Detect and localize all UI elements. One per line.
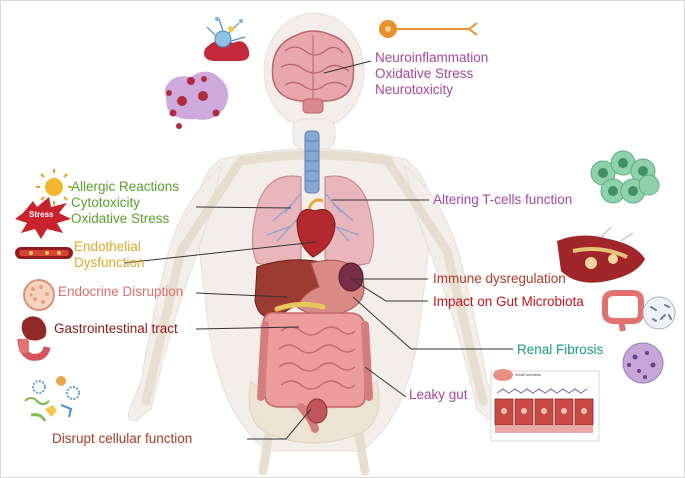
allergic-reactions-label: Allergic Reactions (71, 179, 180, 194)
endothelial-label: Endothelial (74, 239, 141, 254)
pancreas-icon (274, 301, 326, 312)
neuron-icon (379, 20, 478, 38)
heart-icon (296, 198, 336, 258)
stress-burst-icon (15, 197, 71, 239)
neuro-effects-labels: Neuroinflammation Oxidative Stress Neuro… (375, 50, 488, 98)
oxidative-stress-neuro-label: Oxidative Stress (375, 66, 474, 81)
gastrointestinal-tract-label: Gastrointestinal tract (54, 321, 178, 336)
allergic-effects-labels: Allergic Reactions Cytotoxicity Oxidativ… (71, 179, 179, 227)
neurotoxicity-label: Neurotoxicity (375, 82, 454, 97)
gut-microbiota-label: Impact on Gut Microbiota (433, 294, 584, 309)
spleen-icon (338, 262, 364, 292)
lungs-icon (251, 175, 375, 266)
brain-icon (271, 30, 355, 114)
stress-badge-label: Stress (29, 210, 54, 219)
gi-organs-icon (17, 316, 51, 361)
adipose-cell-icon (23, 279, 55, 311)
intestinal-barrier-icon (490, 369, 600, 442)
endocrine-disruption-label: Endocrine Disruption (58, 284, 184, 299)
gut-bacteria-icon (602, 290, 676, 332)
renal-fibrosis-label: Renal Fibrosis (517, 342, 604, 357)
bladder-icon (306, 398, 328, 424)
immune-tissue-icon (557, 226, 645, 283)
microglia-icon (204, 17, 250, 61)
virus-particle-icon (165, 71, 229, 129)
trachea-icon (304, 130, 320, 194)
connector-lines (123, 60, 513, 440)
small-intestine-caption: Small intestine (515, 372, 542, 377)
intestines-icon (257, 311, 373, 433)
kidney-tissue-icon (622, 342, 664, 384)
cell-organelles-icon (24, 376, 80, 422)
skeleton (141, 150, 488, 476)
leaky-gut-label: Leaky gut (409, 387, 468, 402)
endothelial-dysfunction-labels: Endothelial Dysfunction (74, 239, 145, 271)
blood-vessel-icon (15, 247, 73, 259)
immune-dysregulation-label: Immune dysregulation (433, 271, 566, 286)
neuroinflammation-label: Neuroinflammation (375, 50, 489, 65)
oxidative-stress-label: Oxidative Stress (71, 211, 170, 226)
disrupt-cellular-function-label: Disrupt cellular function (52, 431, 193, 446)
dysfunction-label: Dysfunction (74, 255, 145, 270)
t-cell-cluster-icon (590, 150, 660, 204)
t-cells-function-label: Altering T-cells function (433, 192, 573, 207)
cytotoxicity-label: Cytotoxicity (71, 195, 141, 210)
sun-allergen-icon (36, 169, 72, 205)
